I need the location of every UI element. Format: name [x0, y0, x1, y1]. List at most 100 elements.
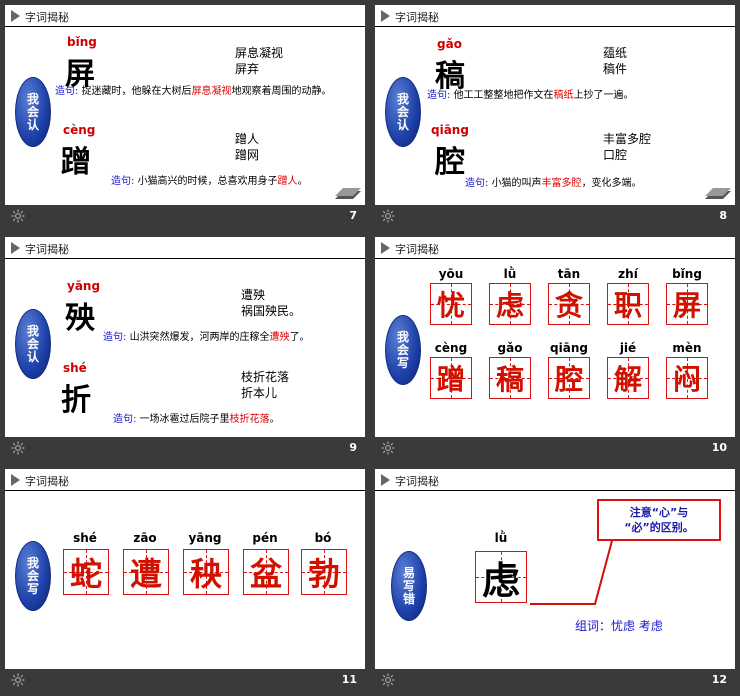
sentence-label: 造句: [113, 414, 137, 425]
pinyin-r2c2: gǎo [497, 341, 523, 355]
words-2: 蹭人 蹭网 [235, 131, 345, 163]
word-a: 蹭人 [235, 132, 260, 146]
char-glyph: 解 [613, 363, 642, 396]
slide-header: 字词揭秘 [375, 5, 735, 27]
word-b: 屏弃 [235, 62, 260, 76]
pinyin-r1c2: lǜ [503, 267, 517, 281]
word-a: 屏息凝视 [235, 46, 284, 60]
slide-cell-11[interactable]: 字词揭秘 我会写 shé zāo yāng pén bó 蛇 遭 秧 [0, 464, 370, 696]
sentence-label: 造句: [427, 90, 451, 101]
char-glyph: 秧 [189, 555, 222, 593]
badge-recognize: 我会认 [15, 77, 51, 147]
slide-cell-12[interactable]: 字词揭秘 易写错 lǜ 虑 注意“心”与 “必”的区别。 组词：忧虑 考虑 [370, 464, 740, 696]
pinyin-1: bǐng [67, 35, 97, 49]
pinyin-r2c4: jié [619, 341, 637, 355]
char-glyph: 腔 [554, 363, 583, 396]
words-1: 遭殃 祸国殃民。 [241, 287, 359, 319]
char-box-c3: 秧 [183, 549, 229, 595]
sentence-highlight: 蹭人 [277, 176, 298, 187]
char-glyph: 稿 [495, 363, 524, 396]
word-b: 口腔 [603, 148, 628, 162]
badge-label: 我会写 [26, 555, 39, 596]
sentence-2: 造句: 一场冰雹过后院子里枝折花落。 [113, 413, 363, 426]
pinyin-2: shé [63, 361, 87, 375]
words-1: 屏息凝视 屏弃 [235, 45, 345, 77]
sentence-2: 造句: 小猫高兴的时候，总喜欢用身子蹭人。 [111, 175, 361, 188]
char-box-r2c1: 蹭 [430, 357, 472, 399]
sun-icon [381, 673, 395, 687]
char-glyph: 虑 [495, 289, 524, 322]
pinyin-c2: zāo [133, 531, 157, 545]
badge-label: 我会认 [396, 91, 409, 132]
slide-cell-9[interactable]: 字词揭秘 我会认 yāng 殃 遭殃 祸国殃民。 造句: 山洪突然爆发，河两岸的… [0, 232, 370, 464]
pinyin-2: cèng [63, 123, 96, 137]
slide-footer-11: 11 [5, 669, 365, 691]
sentence-label: 造句: [103, 332, 127, 343]
play-triangle-icon [11, 242, 20, 254]
play-triangle-icon [11, 474, 20, 486]
pinyin-c3: yāng [188, 531, 222, 545]
char-glyph: 忧 [436, 289, 465, 322]
pinyin-r1c4: zhí [618, 267, 638, 281]
page-number: 8 [719, 209, 727, 222]
char-box-r1c3: 贪 [548, 283, 590, 325]
header-rule [375, 490, 735, 491]
zuci-words: 忧虑 考虑 [611, 619, 663, 633]
slide-title: 字词揭秘 [25, 11, 69, 24]
words-2: 丰富多腔 口腔 [603, 131, 713, 163]
slide-cell-8[interactable]: 字词揭秘 我会认 gǎo 稿 蕴纸 稿件 造句: 他工工整整地把作文在稿纸上抄了… [370, 0, 740, 232]
page-corner-icon [705, 188, 731, 199]
sentence-1: 造句: 他工工整整地把作文在稿纸上抄了一遍。 [427, 89, 727, 102]
sentence-label: 造句: [111, 176, 135, 187]
slide-title: 字词揭秘 [395, 11, 439, 24]
pinyin-r1c1: yōu [438, 267, 464, 281]
slide-header: 字词揭秘 [5, 237, 365, 259]
slide-12: 字词揭秘 易写错 lǜ 虑 注意“心”与 “必”的区别。 组词：忧虑 考虑 [375, 469, 735, 669]
char-box-r1c5: 屏 [666, 283, 708, 325]
slide-footer-8: 8 [375, 205, 735, 227]
callout-line-1: 注意“心”与 [629, 506, 689, 519]
pinyin-c4: pén [252, 531, 278, 545]
sentence-2: 造句: 小猫的叫声丰富多腔，变化多端。 [465, 177, 735, 190]
sentence-part: 捉迷藏时，他躲在大树后 [81, 86, 192, 97]
pinyin-r2c3: qiāng [550, 341, 588, 355]
badge-write: 我会写 [15, 541, 51, 611]
sentence-part: 。 [297, 176, 308, 187]
word-a: 遭殃 [241, 288, 266, 302]
char-box-c5: 勃 [301, 549, 347, 595]
char-glyph: 勃 [307, 555, 340, 593]
header-rule [5, 258, 365, 259]
word-a: 枝折花落 [241, 370, 290, 384]
char-box-c4: 盆 [243, 549, 289, 595]
sentence-part: 小猫高兴的时候，总喜欢用身子 [137, 176, 278, 187]
badge-write: 我会写 [385, 315, 421, 385]
char-box-r1c1: 忧 [430, 283, 472, 325]
slide-cell-7[interactable]: 字词揭秘 我会认 bǐng 屏 屏息凝视 屏弃 造句: 捉迷藏时，他躲在大树后屏… [0, 0, 370, 232]
pinyin-r1c5: bǐng [672, 267, 702, 281]
sentence-part: 了。 [289, 332, 310, 343]
char-glyph: 屏 [672, 289, 701, 322]
pinyin-1: gǎo [437, 37, 462, 51]
sentence-part: 上抄了一遍。 [573, 90, 634, 101]
badge-label: 我会认 [26, 91, 39, 132]
header-rule [375, 258, 735, 259]
slide-10: 字词揭秘 我会写 yōu lǜ tān zhí bǐng 忧 虑 [375, 237, 735, 437]
word-b: 蹭网 [235, 148, 260, 162]
page-number: 7 [349, 209, 357, 222]
slide-header: 字词揭秘 [5, 469, 365, 491]
char-box-r2c3: 腔 [548, 357, 590, 399]
char-glyph: 虑 [481, 558, 520, 603]
words-1: 蕴纸 稿件 [603, 45, 713, 77]
sentence-part: ，变化多端。 [581, 178, 642, 189]
word-a: 丰富多腔 [603, 132, 652, 146]
zuci-label: 组词： [575, 619, 612, 633]
hanzi-2: 折 [61, 383, 91, 418]
slide-footer-12: 12 [375, 669, 735, 691]
sun-icon [381, 209, 395, 223]
play-triangle-icon [11, 10, 20, 22]
sentence-highlight: 遭殃 [269, 332, 290, 343]
slide-7: 字词揭秘 我会认 bǐng 屏 屏息凝视 屏弃 造句: 捉迷藏时，他躲在大树后屏… [5, 5, 365, 205]
char-box-r2c4: 解 [607, 357, 649, 399]
header-rule [5, 490, 365, 491]
slide-cell-10[interactable]: 字词揭秘 我会写 yōu lǜ tān zhí bǐng 忧 虑 [370, 232, 740, 464]
